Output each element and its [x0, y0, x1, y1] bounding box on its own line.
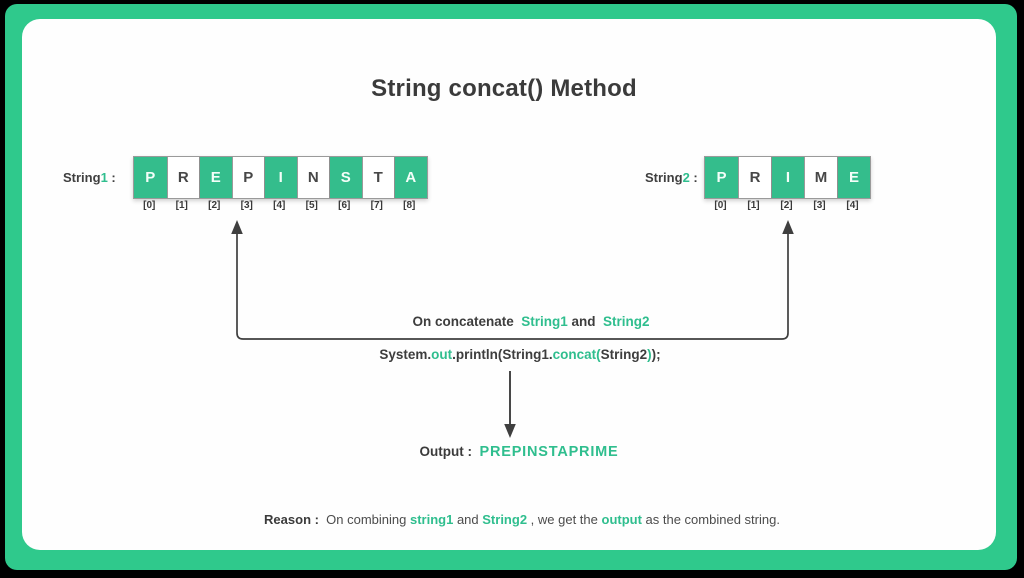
index-label: [0]: [714, 200, 727, 211]
text-segment: and: [567, 314, 604, 329]
string2-label-text: String: [645, 170, 683, 185]
text-segment: Reason :: [264, 512, 327, 527]
index-label: [0]: [143, 200, 156, 211]
string1-label: String1 :: [63, 170, 116, 185]
char-cell: A: [394, 157, 427, 198]
string2-index-row: [0] [1] [2] [3] [4]: [704, 200, 869, 211]
char-cell: T: [361, 157, 394, 198]
char-cell: R: [738, 157, 771, 198]
text-segment: String2: [603, 314, 650, 329]
index-label: [7]: [370, 200, 383, 211]
string2-label: String2 :: [645, 170, 698, 185]
index-label: [2]: [208, 200, 221, 211]
page-title: String concat() Method: [371, 75, 637, 103]
string1-label-text: String: [63, 170, 101, 185]
index-label: [5]: [305, 200, 318, 211]
text-segment: concat(: [552, 347, 601, 362]
char-cell: P: [134, 157, 167, 198]
char-cell: E: [199, 157, 232, 198]
string1-index-row: [0] [1] [2] [3] [4] [5] [6] [7] [8]: [133, 200, 426, 211]
text-segment: out: [431, 347, 453, 362]
text-segment: ): [647, 347, 652, 362]
text-segment: On combining: [326, 512, 410, 527]
text-segment: String1: [521, 314, 568, 329]
output-value: PREPINSTAPRIME: [479, 444, 619, 460]
char-cell: I: [264, 157, 297, 198]
concat-note: On concatenate String1 and String2: [412, 314, 649, 329]
char-cell: E: [837, 157, 870, 198]
index-label: [4]: [273, 200, 286, 211]
char-cell: N: [296, 157, 329, 198]
text-segment: and: [453, 512, 483, 527]
char-cell: R: [166, 157, 199, 198]
output-row: Output : PREPINSTAPRIME: [419, 444, 618, 460]
text-segment: , we get the: [527, 512, 602, 527]
text-segment: On concatenate: [412, 314, 522, 329]
char-cell: I: [771, 157, 804, 198]
string1-label-number: 1: [100, 170, 108, 185]
text-segment: as the combined string.: [641, 512, 780, 527]
char-cell: P: [231, 157, 264, 198]
index-label: [8]: [403, 200, 416, 211]
char-cell: P: [705, 157, 738, 198]
reason-line: Reason : On combining string1 and String…: [264, 512, 780, 527]
index-label: [1]: [175, 200, 188, 211]
index-label: [3]: [813, 200, 826, 211]
code-line: System.out.println(String1.concat(String…: [379, 347, 660, 362]
text-segment: .println(String1.: [452, 347, 553, 362]
text-segment: string1: [410, 512, 454, 527]
text-segment: );: [651, 347, 661, 362]
index-label: [3]: [240, 200, 253, 211]
string1-label-colon: :: [107, 170, 116, 185]
text-segment: output: [601, 512, 642, 527]
index-label: [6]: [338, 200, 351, 211]
string2-label-number: 2: [682, 170, 690, 185]
string2-label-colon: :: [689, 170, 698, 185]
char-cell: M: [804, 157, 837, 198]
text-segment: String2: [600, 347, 648, 362]
output-label: Output :: [419, 444, 480, 459]
index-label: [4]: [846, 200, 859, 211]
text-segment: String2: [482, 512, 528, 527]
char-cell: S: [329, 157, 362, 198]
text-segment: System.: [379, 347, 432, 362]
index-label: [2]: [780, 200, 793, 211]
index-label: [1]: [747, 200, 760, 211]
